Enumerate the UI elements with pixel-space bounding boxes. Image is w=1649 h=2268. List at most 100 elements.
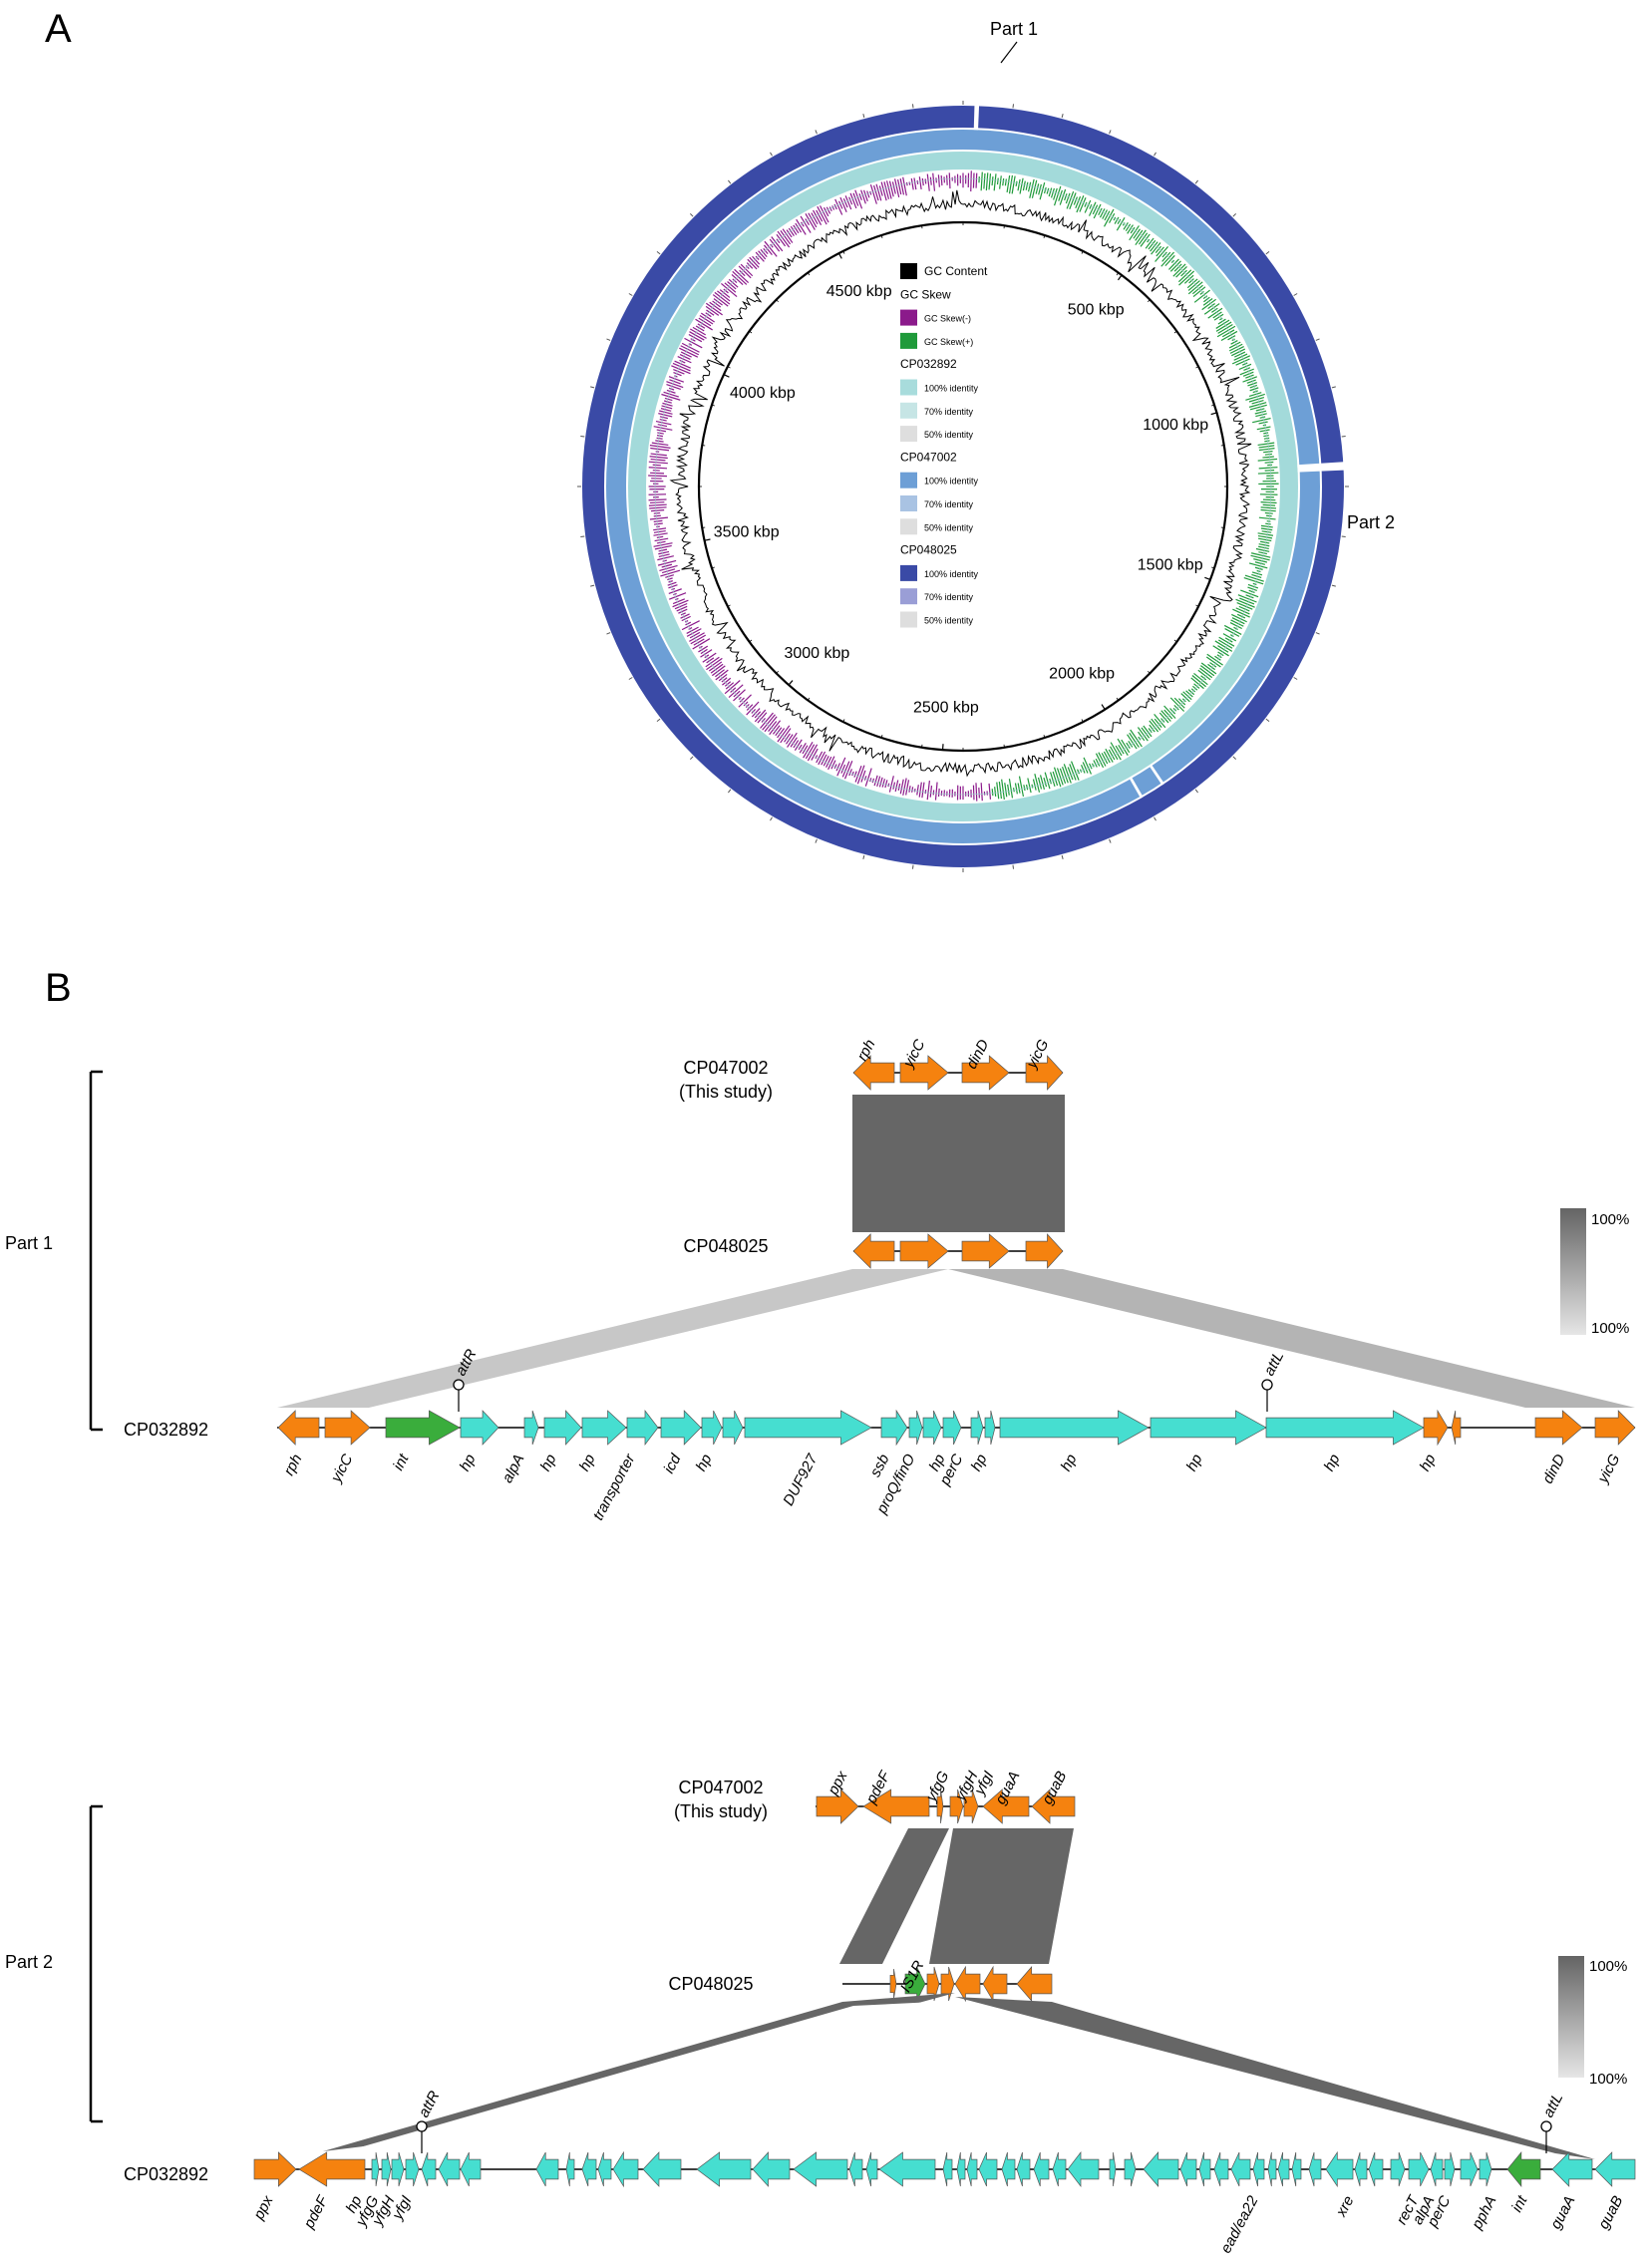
- gc-skew-bar: [860, 770, 866, 783]
- gc-skew-bar: [688, 343, 693, 346]
- gc-skew-bar: [1193, 672, 1208, 686]
- gc-skew-bar: [823, 756, 829, 767]
- gc-skew-bar: [881, 779, 886, 788]
- gc-skew-bar: [1178, 270, 1195, 286]
- gc-skew-bar: [1209, 662, 1217, 668]
- gc-skew-bar: [1043, 777, 1048, 788]
- gc-skew-bar: [671, 365, 691, 375]
- minor-tick: [1116, 272, 1120, 276]
- minor-tick: [807, 697, 811, 701]
- gc-skew-bar: [863, 776, 867, 781]
- gc-skew-bar: [825, 756, 832, 768]
- att-site-attL-marker: [1540, 2120, 1552, 2132]
- gene-arrow: [1150, 1410, 1267, 1446]
- gc-skew-bar: [681, 342, 700, 353]
- gc-skew-bar: [746, 704, 754, 711]
- gc-skew-bar: [681, 620, 700, 631]
- gc-skew-bar: [1215, 321, 1232, 332]
- part1-top-strain: CP047002: [683, 1058, 768, 1078]
- gc-skew-bar: [1214, 655, 1221, 661]
- gc-skew-bar: [1257, 532, 1274, 536]
- gc-skew-bar: [1202, 298, 1213, 306]
- gc-skew-bar: [1043, 186, 1047, 194]
- gc-skew-bar: [1027, 778, 1032, 794]
- gc-skew-bar: [1066, 190, 1075, 209]
- minor-tick: [1173, 330, 1177, 334]
- kbp-tick: [1117, 274, 1123, 281]
- gc-skew-bar: [807, 744, 819, 762]
- gc-skew-bar: [1169, 697, 1185, 712]
- gc-skew-bar: [724, 282, 737, 293]
- minor-tick: [807, 272, 811, 276]
- gc-skew-bar: [816, 751, 824, 764]
- gc-skew-bar: [680, 612, 686, 616]
- gc-skew-bar: [780, 229, 792, 245]
- gc-skew-bar: [862, 189, 868, 202]
- gc-skew-track: [648, 170, 1279, 802]
- kbp-label: 2500 kbp: [913, 699, 979, 716]
- gc-skew-bar: [692, 638, 711, 650]
- gc-skew-bar: [758, 250, 767, 260]
- att-site-attL-marker: [1261, 1379, 1273, 1391]
- outer-tick: [656, 251, 661, 255]
- gc-skew-bar: [1264, 511, 1273, 514]
- gc-skew-bar: [1183, 274, 1194, 284]
- gc-skew-bar: [1190, 688, 1196, 693]
- outer-tick: [862, 854, 865, 859]
- gc-skew-bar: [1129, 732, 1140, 748]
- gc-skew-bar: [818, 751, 826, 766]
- gc-skew-bar: [1231, 613, 1247, 623]
- gene-arrow: [460, 1410, 499, 1446]
- gc-skew-bar: [1059, 768, 1067, 784]
- legend-swatch: [900, 472, 917, 488]
- gc-skew-bar: [1125, 223, 1132, 232]
- gc-skew-bar: [1216, 654, 1222, 659]
- gc-skew-bar: [733, 690, 741, 698]
- gc-skew-bar: [751, 708, 761, 718]
- gc-skew-bar: [888, 776, 894, 793]
- gc-skew-bar: [653, 532, 668, 536]
- bottom-gene-label: hp: [1321, 1452, 1344, 1474]
- gc-skew-bar: [828, 206, 832, 212]
- top-gene-label: rph: [853, 1037, 878, 1064]
- gc-skew-bar: [659, 564, 678, 572]
- gc-skew-bar: [800, 215, 812, 233]
- gc-skew-bar: [918, 782, 922, 798]
- gc-skew-bar: [680, 351, 692, 358]
- gc-skew-bar: [873, 775, 878, 787]
- gc-skew-bar: [1223, 624, 1242, 635]
- gc-skew-bar: [983, 172, 986, 189]
- gc-skew-bar: [749, 256, 760, 268]
- gc-skew-bar: [926, 780, 930, 801]
- gc-skew-bar: [1263, 451, 1273, 454]
- outer-tick: [1109, 838, 1112, 843]
- gc-skew-bar: [1008, 174, 1014, 194]
- gc-skew-bar: [844, 195, 852, 210]
- gc-skew-bar: [1257, 537, 1272, 542]
- gc-skew-bar: [656, 535, 664, 538]
- minor-tick: [711, 404, 715, 407]
- legend-heading: CP032892: [900, 357, 957, 371]
- gc-skew-bar: [705, 302, 723, 316]
- gc-skew-bar: [1251, 571, 1263, 576]
- gene-arrow-pdeF: [862, 1788, 930, 1824]
- gc-skew-bar: [876, 776, 881, 788]
- gc-skew-bar: [1231, 355, 1251, 365]
- gc-skew-bar: [837, 200, 843, 209]
- gc-skew-bar: [658, 548, 668, 552]
- gene-arrow-guaB: [1031, 1788, 1076, 1824]
- gc-skew-bar: [1069, 764, 1077, 781]
- gc-skew-bar: [1245, 594, 1254, 599]
- gc-skew-bar: [650, 501, 665, 504]
- gene-arrow: [597, 2151, 612, 2187]
- outer-tick: [1232, 756, 1237, 761]
- gc-skew-bar: [1200, 675, 1207, 681]
- gc-skew-bar: [717, 290, 731, 302]
- gc-skew-bar: [715, 669, 729, 681]
- gene-arrow: [1025, 1233, 1064, 1269]
- legend-swatch: [900, 309, 917, 326]
- gene-arrow: [438, 2151, 461, 2187]
- gene-arrow: [1506, 2151, 1541, 2187]
- gc-skew-bar: [1260, 527, 1273, 531]
- gc-skew-bar: [848, 196, 853, 205]
